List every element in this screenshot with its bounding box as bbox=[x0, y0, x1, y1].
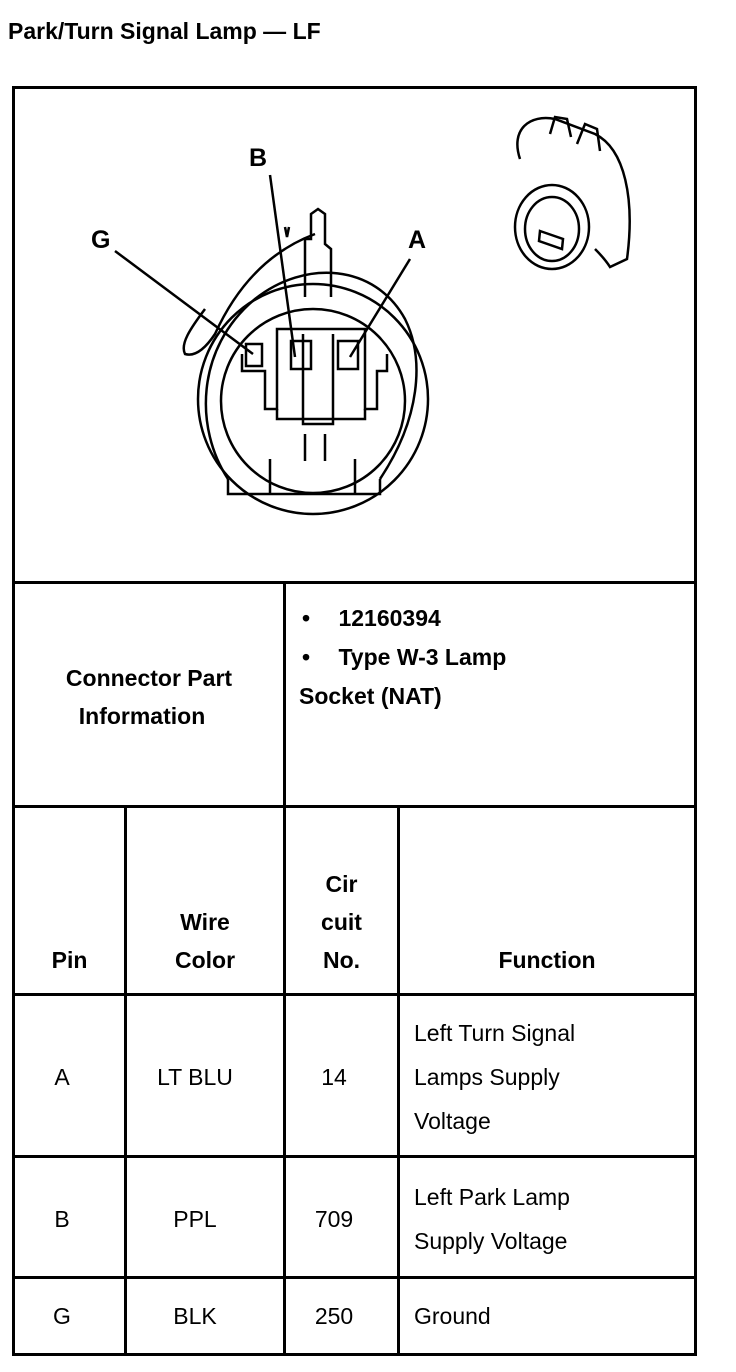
connector-table-frame: B G A Connector Part Information • 12160… bbox=[12, 86, 697, 1356]
header-circuit-1: Cir bbox=[325, 871, 358, 897]
socket-type: Type W-3 Lamp bbox=[338, 644, 507, 670]
socket-3d-face bbox=[513, 183, 591, 271]
bottom-tab bbox=[226, 479, 382, 496]
divider-row-a bbox=[15, 1155, 694, 1158]
page-title: Park/Turn Signal Lamp — LF bbox=[8, 18, 321, 44]
terminal-g bbox=[244, 342, 264, 368]
terminal-b bbox=[289, 339, 313, 371]
header-pin: Pin bbox=[51, 947, 88, 973]
socket-3d-inner bbox=[523, 195, 581, 263]
row-g-function-1: Ground bbox=[414, 1303, 491, 1329]
bullet: • bbox=[302, 644, 311, 670]
bottom-tab-divider bbox=[268, 459, 357, 494]
terminal-cavity bbox=[240, 327, 389, 411]
top-post bbox=[303, 207, 333, 297]
socket-outer-circle bbox=[196, 282, 430, 516]
header-wire-2: Color bbox=[174, 947, 236, 973]
header-circuit-2: cuit bbox=[321, 909, 362, 935]
lower-bar bbox=[275, 409, 367, 421]
divider-header bbox=[15, 993, 694, 996]
connector-info-label-2: Information bbox=[78, 703, 206, 729]
connector-face-diagram bbox=[114, 115, 631, 516]
header-wire-1: Wire bbox=[180, 909, 230, 935]
row-b-pin: B bbox=[54, 1206, 70, 1232]
leader-a bbox=[348, 258, 412, 358]
header-function: Function bbox=[498, 947, 596, 973]
col-divider-pin bbox=[124, 808, 127, 1356]
connector-info-label-1: Connector Part bbox=[65, 665, 233, 691]
pin-label-a: A bbox=[408, 226, 427, 254]
part-number-item: • 12160394 bbox=[302, 599, 441, 638]
col-divider-info bbox=[283, 584, 286, 1356]
header-circuit-3: No. bbox=[322, 947, 361, 973]
row-a-function-3: Voltage bbox=[414, 1108, 491, 1134]
row-b-wire: PPL bbox=[173, 1206, 217, 1232]
small-notch bbox=[283, 226, 291, 238]
socket-3d-body bbox=[516, 116, 631, 269]
row-b-circuit: 709 bbox=[314, 1206, 354, 1232]
bottom-tab-stem bbox=[303, 434, 327, 461]
leader-g bbox=[114, 249, 254, 356]
row-b-function-2: Supply Voltage bbox=[414, 1228, 568, 1254]
socket-type-item: • Type W-3 Lamp bbox=[302, 638, 506, 677]
divider-row-b bbox=[15, 1276, 694, 1279]
row-a-circuit: 14 bbox=[321, 1064, 347, 1090]
center-slot bbox=[301, 334, 335, 426]
socket-type-continuation: Socket (NAT) bbox=[299, 683, 442, 709]
row-g-circuit: 250 bbox=[314, 1303, 354, 1329]
divider-info bbox=[15, 805, 694, 808]
col-divider-circuit bbox=[397, 808, 400, 1356]
row-a-function-1: Left Turn Signal bbox=[414, 1020, 576, 1046]
row-g-wire: BLK bbox=[173, 1303, 217, 1329]
housing-tab-arc bbox=[182, 232, 316, 356]
bullet: • bbox=[302, 605, 311, 631]
leader-b bbox=[268, 174, 297, 358]
row-g-pin: G bbox=[53, 1303, 71, 1329]
row-b-function-1: Left Park Lamp bbox=[414, 1184, 570, 1210]
pin-label-g: G bbox=[91, 226, 111, 254]
row-a-function-2: Lamps Supply bbox=[414, 1064, 560, 1090]
divider-diagram bbox=[15, 581, 694, 584]
row-a-wire: LT BLU bbox=[157, 1064, 233, 1090]
terminal-a bbox=[336, 339, 360, 371]
part-number: 12160394 bbox=[338, 605, 441, 631]
pin-label-b: B bbox=[249, 144, 268, 172]
housing-outer-ring bbox=[204, 271, 418, 480]
socket-3d-key bbox=[537, 229, 565, 251]
socket-3d-tab bbox=[548, 115, 602, 152]
row-a-pin: A bbox=[54, 1064, 70, 1090]
